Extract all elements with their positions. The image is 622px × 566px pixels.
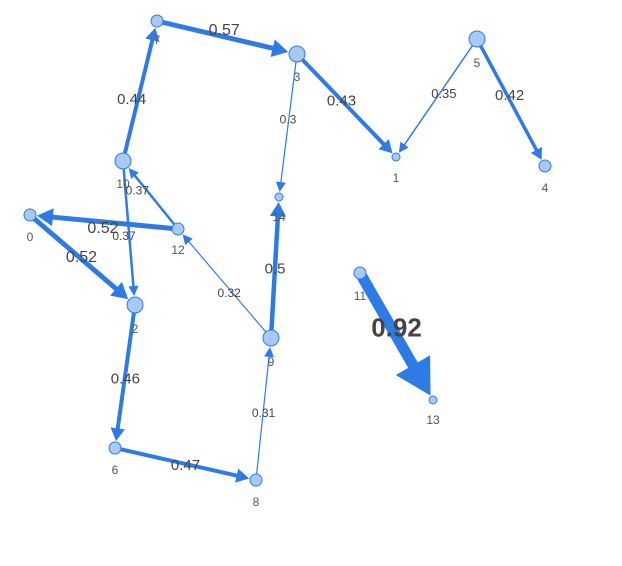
edge-12-0 (49, 214, 181, 232)
node-label-2: 2 (132, 322, 139, 336)
node-12[interactable] (171, 222, 185, 236)
node-label-0: 0 (27, 230, 34, 244)
node-1[interactable] (391, 152, 401, 162)
edge-11-13 (354, 267, 419, 372)
node-label-13: 13 (426, 413, 440, 427)
edge-5-4 (475, 37, 539, 153)
node-10[interactable] (114, 152, 132, 170)
edge-arrowhead-2-6 (110, 427, 125, 442)
node-7[interactable] (150, 14, 164, 28)
edge-10-7 (121, 37, 155, 163)
edge-8-9 (255, 355, 270, 481)
edge-arrowhead-8-9 (264, 346, 274, 358)
edge-arrowhead-11-13 (395, 355, 431, 396)
edge-weight-label: 0.44 (117, 91, 146, 108)
node-14[interactable] (274, 192, 284, 202)
edge-arrowhead-3-14 (275, 181, 286, 193)
edge-0-2 (27, 212, 120, 292)
edge-weight-label: 0.57 (209, 22, 240, 39)
edge-2-6 (115, 303, 137, 432)
edge-weight-label: 0.32 (217, 286, 241, 300)
edge-arrowhead-0-2 (110, 281, 129, 300)
edge-7-3 (154, 18, 277, 51)
node-13[interactable] (428, 395, 438, 405)
node-label-11: 11 (354, 289, 367, 303)
node-label-4: 4 (542, 181, 549, 195)
node-label-8: 8 (253, 495, 260, 509)
edge-arrowhead-5-4 (530, 146, 542, 160)
node-label-10: 10 (116, 177, 130, 191)
edge-arrowhead-5-1 (398, 141, 409, 153)
node-8[interactable] (249, 473, 263, 487)
node-6[interactable] (108, 441, 122, 455)
edge-weight-label: 0.35 (431, 86, 456, 101)
node-3[interactable] (288, 45, 306, 63)
node-label-9: 9 (268, 355, 275, 369)
edge-weight-label: 0.47 (171, 457, 200, 474)
edge-weight-label: 0.42 (495, 87, 524, 104)
edge-6-8 (113, 446, 240, 478)
edge-arrowhead-9-14 (269, 201, 286, 217)
edge-weight-label: 0.37 (126, 183, 150, 197)
node-label-7: 7 (154, 33, 161, 47)
edge-arrowhead-10-7 (145, 27, 160, 42)
edges-layer (27, 18, 542, 483)
node-label-12: 12 (171, 243, 185, 257)
edge-arrowhead-10-2 (128, 285, 139, 297)
node-2[interactable] (126, 296, 144, 314)
node-4[interactable] (538, 159, 552, 173)
edge-3-1 (295, 52, 387, 147)
edge-weight-label: 0.31 (252, 406, 276, 420)
edge-arrowhead-12-0 (36, 208, 54, 227)
edge-weight-label: 0.3 (280, 113, 297, 127)
node-11[interactable] (353, 266, 367, 280)
node-label-5: 5 (474, 56, 481, 70)
edge-arrowhead-3-1 (378, 139, 393, 154)
edge-9-14 (268, 213, 281, 341)
edge-10-2 (121, 159, 135, 289)
edge-arrowhead-6-8 (235, 468, 250, 483)
edge-12-10 (133, 173, 180, 231)
edge-weight-label: 0.43 (327, 93, 356, 110)
edge-3-14 (280, 53, 298, 184)
edge-arrowhead-9-12 (182, 234, 193, 246)
edge-arrowhead-12-10 (128, 167, 139, 179)
node-label-3: 3 (294, 70, 301, 84)
edge-weight-label: 0.92 (371, 312, 422, 342)
node-9[interactable] (262, 329, 280, 347)
edge-9-12 (187, 240, 272, 339)
edge-weight-label: 0.52 (66, 249, 97, 266)
edge-weight-label: 0.46 (111, 371, 140, 388)
node-5[interactable] (468, 30, 486, 48)
edge-arrowhead-7-3 (270, 39, 289, 58)
node-label-1: 1 (393, 171, 400, 185)
node-label-14: 14 (272, 210, 286, 224)
node-label-6: 6 (112, 463, 119, 477)
edge-weight-label: 0.52 (87, 220, 118, 237)
edge-5-1 (403, 38, 478, 147)
edge-weight-label: 0.37 (112, 229, 136, 243)
node-0[interactable] (23, 208, 37, 222)
edge-weight-label: 0.5 (265, 260, 286, 277)
